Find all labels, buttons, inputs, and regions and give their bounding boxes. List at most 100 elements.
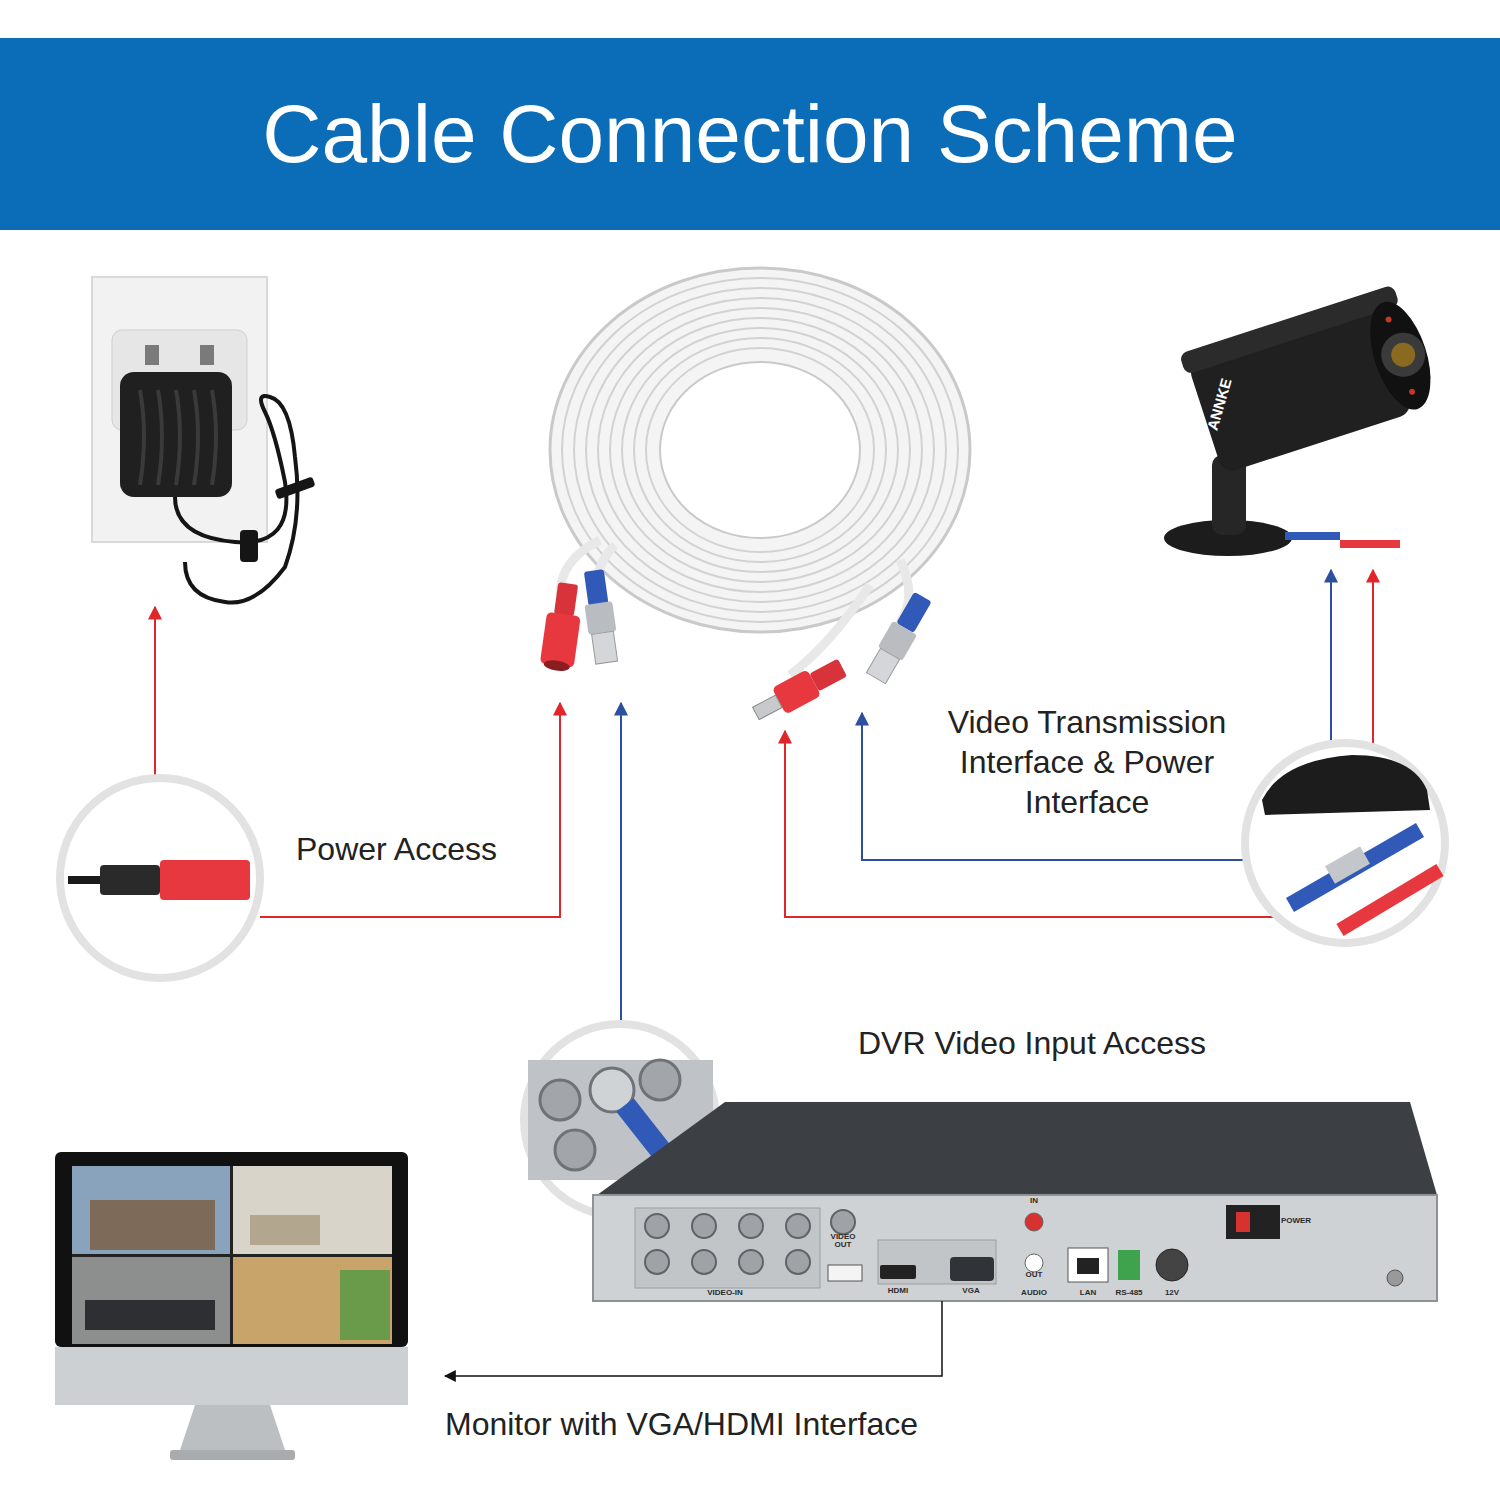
- connector-body: [540, 612, 581, 668]
- port-label: RS-485: [1109, 1289, 1149, 1297]
- monitor-stand: [180, 1405, 285, 1450]
- monitor-chin: [55, 1347, 408, 1405]
- bnc-port: [692, 1250, 716, 1274]
- coil-turns: [562, 278, 958, 622]
- leader-line: [260, 703, 560, 917]
- coil-turn: [646, 348, 874, 552]
- hdmi-port: [880, 1265, 916, 1279]
- dc-male-connector: [749, 654, 850, 726]
- bnc-sleeve: [866, 648, 899, 683]
- monitor-screen: [72, 1166, 392, 1344]
- audio-in-jack: [1025, 1213, 1043, 1231]
- camera-front: [1358, 294, 1442, 417]
- header-band: [0, 38, 1500, 230]
- bnc-port: [786, 1214, 810, 1238]
- ir-led: [1385, 316, 1393, 324]
- switch-rocker: [1236, 1212, 1250, 1232]
- bnc-port: [540, 1080, 580, 1120]
- port-label: VGA: [951, 1287, 991, 1295]
- camera-view: [72, 1257, 230, 1344]
- ferrite-bead: [240, 530, 258, 562]
- leader-line: [620, 703, 622, 1030]
- port-label: POWER: [1276, 1217, 1316, 1225]
- camera-view: [233, 1166, 392, 1254]
- dvr-rear-panel: [593, 1195, 1437, 1301]
- plug-cord: [68, 876, 100, 884]
- coil-turn: [622, 328, 898, 572]
- ir-led: [1408, 388, 1416, 396]
- port-label: VIDEO OUT: [826, 1233, 860, 1250]
- coil-turn: [586, 298, 934, 602]
- lens-glass: [1388, 340, 1418, 370]
- bnc-port: [640, 1060, 680, 1100]
- monitor: Monitor with VGA/HDMI Interface: [55, 1152, 445, 1462]
- leader-line: [1330, 570, 1332, 742]
- audio-out-jack: [1025, 1254, 1043, 1272]
- av-block: [878, 1240, 996, 1284]
- dc-plug: [100, 865, 160, 895]
- annotation-label: Power Access: [296, 829, 546, 869]
- dvr-top: [593, 1102, 1437, 1198]
- strain-relief: [584, 569, 609, 606]
- power-switch: [1226, 1205, 1280, 1239]
- camera-power-lead: [1340, 540, 1400, 548]
- port-label: AUDIO: [1014, 1289, 1054, 1297]
- annotation-label: DVR Video Input Access: [858, 1023, 1278, 1063]
- monitor-foot: [170, 1450, 295, 1460]
- camera-view-detail: [90, 1200, 215, 1250]
- bnc-ports: [645, 1210, 855, 1274]
- sun-shade: [1179, 284, 1400, 374]
- camera-view: [233, 1257, 392, 1344]
- node-label: Monitor with VGA/HDMI Interface: [445, 1404, 1025, 1444]
- camera-lens: [1375, 327, 1430, 382]
- connector-arrow: [445, 1301, 942, 1376]
- camera-view-detail: [85, 1300, 215, 1330]
- port-label: HDMI: [878, 1287, 918, 1295]
- dc-pin: [753, 695, 783, 720]
- socket-slot: [145, 345, 159, 365]
- leader-line: [154, 607, 156, 775]
- dc-socket: [160, 860, 250, 900]
- coil-turn: [610, 318, 910, 582]
- coil-turn: [562, 278, 958, 622]
- bnc-port: [645, 1250, 669, 1274]
- bnc-barrel: [584, 601, 616, 635]
- ground-screw: [1387, 1270, 1403, 1286]
- bnc-sleeve: [592, 631, 618, 664]
- camera-view-detail: [250, 1215, 320, 1245]
- coil-turn: [598, 308, 922, 592]
- bnc-port: [692, 1214, 716, 1238]
- bnc-connector: [580, 568, 621, 664]
- port-label: IN: [1022, 1197, 1046, 1205]
- coil-hole: [660, 362, 860, 538]
- camera-base-detail: [1262, 755, 1430, 815]
- leader-line: [1372, 570, 1374, 746]
- bnc-port: [555, 1130, 595, 1170]
- bnc-port: [786, 1250, 810, 1274]
- diagram-title: Cable Connection Scheme: [0, 38, 1500, 230]
- bnc-connector: [864, 590, 935, 685]
- socket-hole: [543, 659, 570, 673]
- bnc-port: [645, 1214, 669, 1238]
- monitor-bezel: [55, 1152, 408, 1347]
- dvr-panel: VIDEO OUTVIDEO-INHDMIVGAINOUTAUDIOLANRS-…: [593, 1195, 1437, 1301]
- lan-socket: [1077, 1258, 1099, 1274]
- adapter-cord: [175, 396, 297, 603]
- camera-view: [72, 1166, 230, 1254]
- coil-turn: [634, 338, 886, 562]
- port-label: LAN: [1073, 1289, 1103, 1297]
- bnc-port: [739, 1214, 763, 1238]
- vga-port: [950, 1257, 994, 1281]
- camera-view-detail: [340, 1270, 390, 1340]
- callout-circle: [1245, 743, 1445, 943]
- video-in-block: [635, 1208, 820, 1288]
- strain-relief: [554, 582, 578, 616]
- callout-circle: [60, 778, 260, 978]
- camera-video-lead: [1285, 532, 1340, 540]
- camera-body: [1179, 281, 1443, 476]
- rs485-terminal: [1118, 1250, 1140, 1280]
- wall-plate: [92, 277, 267, 542]
- adapter-ribs: [140, 390, 216, 485]
